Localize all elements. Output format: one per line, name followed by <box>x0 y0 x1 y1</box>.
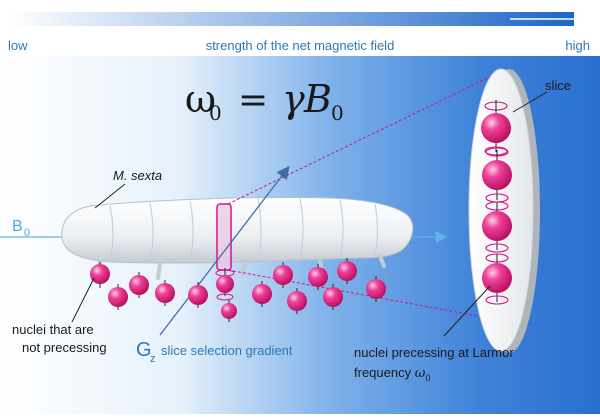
slice-leader <box>512 91 548 113</box>
gradient-text: slice selection gradient <box>161 343 293 358</box>
precessing-label-2: frequency ω0 <box>354 365 430 383</box>
not-precessing-leader <box>71 277 95 323</box>
caterpillar-segments <box>109 197 379 264</box>
equation-equals: = <box>238 80 268 121</box>
gradient-symbol: G <box>136 339 152 361</box>
nucleus <box>273 262 293 288</box>
equation-omega-sub: 0 <box>209 101 222 125</box>
precessing-omega-sub: 0 <box>425 373 430 383</box>
equation-b: B <box>303 77 332 121</box>
nucleus <box>90 262 110 288</box>
nucleus <box>308 264 328 290</box>
slice-label: slice <box>545 78 571 93</box>
precessing-nucleus <box>221 300 237 322</box>
low-label: low <box>8 38 28 53</box>
nuclei-precessing-in-body <box>215 268 237 322</box>
precessing-label-1: nuclei precessing at Larmor <box>354 345 514 360</box>
nucleus <box>287 288 307 314</box>
nucleus <box>155 280 175 306</box>
slice-disc <box>468 68 540 353</box>
not-precessing-label-2: not precessing <box>22 340 107 355</box>
nucleus <box>252 281 272 307</box>
not-precessing-label-1: nuclei that are <box>12 322 94 337</box>
gradient-symbol-sub: z <box>150 353 156 365</box>
b0-label: B <box>12 218 23 235</box>
specimen-label: M. sexta <box>113 168 162 183</box>
precessing-omega: ω <box>415 366 426 381</box>
precessing-nucleus <box>482 147 512 203</box>
slice-projection-bottom <box>227 269 501 321</box>
nucleus <box>108 284 128 310</box>
nuclei-not-precessing <box>90 258 386 314</box>
header-title: strength of the net magnetic field <box>206 38 395 53</box>
equation-gamma: γ <box>282 77 305 121</box>
nucleus <box>323 284 343 310</box>
precessing-nucleus <box>215 268 235 301</box>
slice-projection-top <box>227 71 501 205</box>
caterpillar-body <box>61 196 414 264</box>
header-band <box>0 0 600 56</box>
gradient-arrow <box>159 165 290 336</box>
specimen-leader <box>94 183 126 209</box>
b0-label-sub: 0 <box>24 227 30 239</box>
precessing-nucleus <box>482 253 512 305</box>
nucleus <box>337 258 357 284</box>
nucleus <box>129 272 149 298</box>
nuclei-precessing-on-slice <box>481 100 512 305</box>
precessing-leader <box>443 285 491 337</box>
precessing-label-text: frequency <box>354 365 415 380</box>
slice-plane-in-body <box>216 203 232 271</box>
precessing-nucleus <box>481 100 511 156</box>
precessing-nucleus <box>482 201 512 253</box>
equation-omega: ω <box>185 77 216 121</box>
equation-b-sub: 0 <box>331 101 344 125</box>
larmor-equation: ω 0 = γ B 0 <box>185 77 344 125</box>
field-strength-bar <box>8 12 574 26</box>
nucleus <box>366 276 386 302</box>
high-label: high <box>565 38 590 53</box>
nucleus <box>188 282 208 308</box>
